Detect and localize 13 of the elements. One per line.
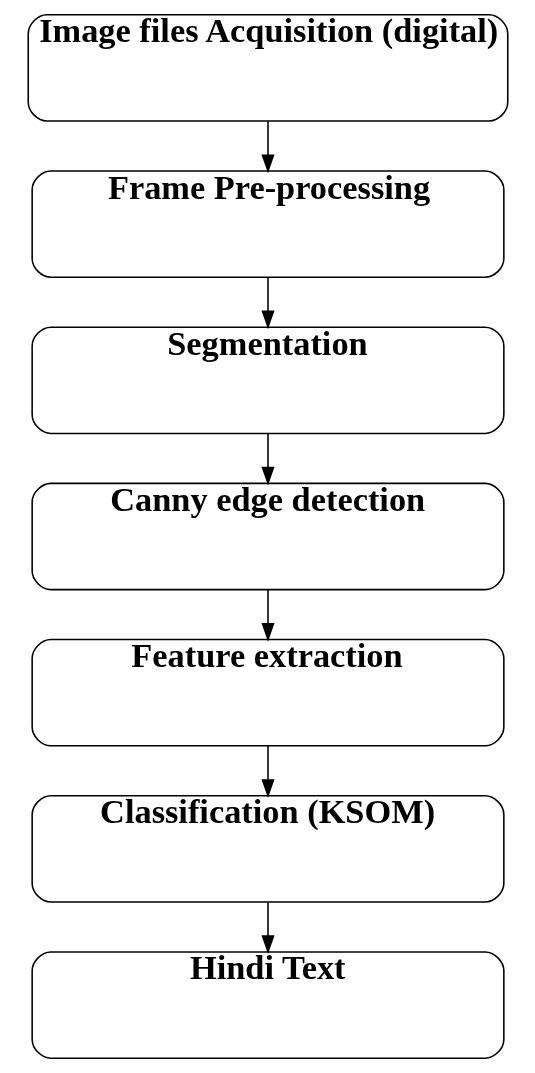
arrow [260, 276, 275, 330]
arrow [260, 120, 275, 174]
node-box: Canny edge detection [30, 482, 505, 591]
node-box: Frame Pre-processing [30, 170, 505, 278]
node-box: Classification (KSOM) [30, 795, 505, 903]
arrow [260, 901, 275, 955]
arrow [260, 745, 275, 798]
node-box: Feature extraction [30, 638, 505, 747]
node-box: Segmentation [30, 326, 505, 435]
arrow [260, 589, 275, 642]
arrow [260, 432, 275, 486]
node-box: Image files Acquisition (digital) [26, 14, 509, 122]
node-box: Hindi Text [30, 951, 505, 1059]
